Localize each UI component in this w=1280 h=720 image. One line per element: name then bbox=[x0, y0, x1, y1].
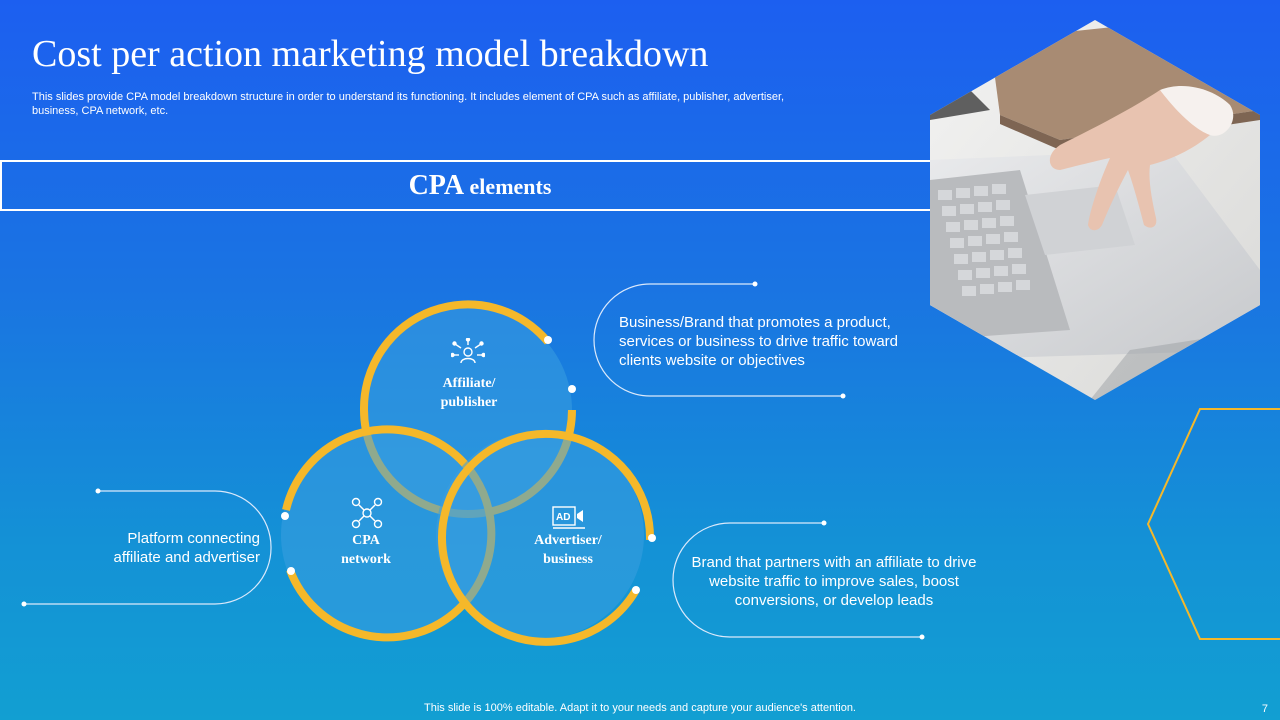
venn-circle-right bbox=[436, 429, 655, 646]
cpa-venn-diagram bbox=[281, 300, 656, 646]
slide-subtitle: This slides provide CPA model breakdown … bbox=[32, 91, 785, 117]
banner-heading-big: CPA bbox=[408, 169, 465, 201]
ring-end-dot bbox=[648, 534, 656, 542]
venn-label-advertiser-line2: business bbox=[543, 552, 593, 567]
venn-label-affiliate: Affiliate/ publisher bbox=[409, 374, 529, 412]
ad-megaphone-icon: AD bbox=[552, 506, 585, 529]
ring-end-dot bbox=[287, 567, 295, 575]
slide-footer: This slide is 100% editable. Adapt it to… bbox=[424, 702, 856, 714]
venn-label-cpa-line1: CPA bbox=[352, 533, 380, 548]
cpa-elements-banner: CPA elements bbox=[0, 160, 960, 211]
page-number: 7 bbox=[1261, 703, 1268, 715]
ring-end-dot bbox=[568, 385, 576, 393]
venn-label-affiliate-line1: Affiliate/ bbox=[442, 376, 496, 391]
venn-label-advertiser-line1: Advertiser/ bbox=[534, 533, 602, 548]
ring-end-dot bbox=[544, 336, 552, 344]
venn-label-cpa-line2: network bbox=[341, 552, 391, 567]
ring-end-dot bbox=[632, 586, 640, 594]
slide-title: Cost per action marketing model breakdow… bbox=[32, 33, 709, 75]
description-cpa-network: Platform connecting affiliate and advert… bbox=[113, 530, 260, 566]
decorative-hexagon-frame bbox=[1146, 408, 1280, 640]
banner-heading: CPA elements bbox=[409, 170, 552, 202]
laptop-photo bbox=[930, 20, 1260, 400]
ring-end-dot bbox=[281, 512, 289, 520]
venn-label-advertiser: Advertiser/ business bbox=[508, 531, 628, 569]
description-advertiser: Brand that partners with an affiliate to… bbox=[691, 554, 977, 609]
people-network-icon bbox=[451, 338, 485, 364]
banner-heading-small: elements bbox=[464, 173, 552, 199]
ad-icon-text: AD bbox=[556, 512, 570, 523]
network-nodes-icon bbox=[351, 497, 383, 529]
description-affiliate: Business/Brand that promotes a product, … bbox=[619, 314, 899, 369]
venn-label-cpa-network: CPA network bbox=[306, 531, 426, 569]
venn-label-affiliate-line2: publisher bbox=[440, 395, 498, 410]
